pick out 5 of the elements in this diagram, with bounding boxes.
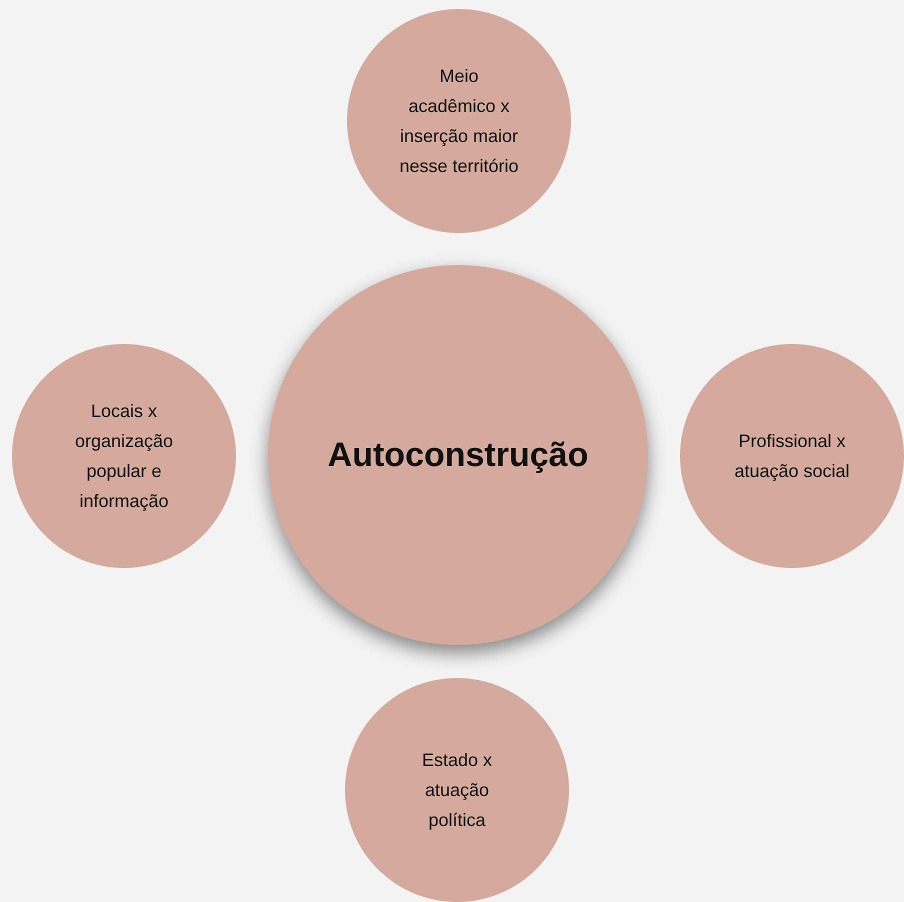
topic-text: Estado x atuação política <box>420 749 494 832</box>
topic-text: Profissional x atuação social <box>733 430 851 483</box>
topic-text: Locais x organização popular e informação <box>74 400 174 513</box>
central-title: Autoconstrução <box>328 435 588 475</box>
topic-text: Meio acadêmico x inserção maior nesse território <box>398 65 520 178</box>
